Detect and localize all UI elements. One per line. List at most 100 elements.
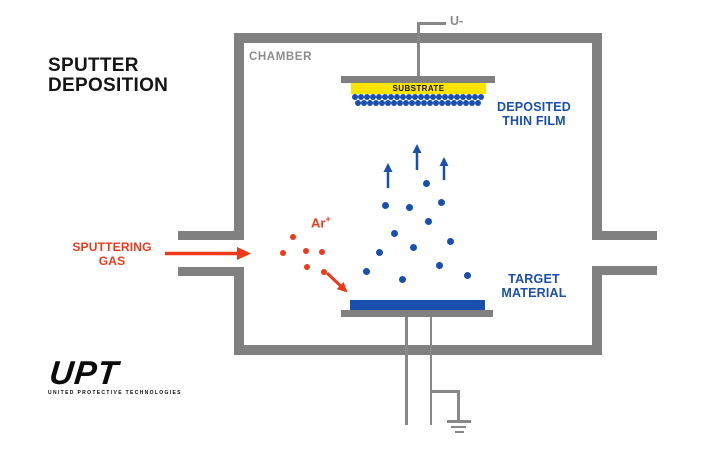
film-dot: [405, 93, 413, 101]
sputtered-atom-dot: [422, 179, 430, 187]
top-electrode-lead-horizontal: [417, 22, 446, 25]
argon-ion-dot: [280, 250, 286, 256]
film-dot: [372, 99, 380, 107]
argon-charge: +: [325, 214, 331, 224]
film-dot: [471, 93, 479, 101]
film-dot: [435, 93, 443, 101]
ground-branch-horizontal: [430, 390, 459, 393]
film-dot: [390, 99, 398, 107]
deposited-film-caption-line2: THIN FILM: [502, 114, 566, 128]
sputtered-atom-dot: [390, 229, 398, 237]
film-dot: [354, 99, 362, 107]
upt-logo-name: UNITED PROTECTIVE TECHNOLOGIES: [48, 390, 182, 396]
chamber-wall-left-upper: [234, 33, 244, 240]
film-dot: [411, 93, 419, 101]
film-dot: [384, 99, 392, 107]
film-dot: [459, 93, 467, 101]
argon-ion-dot: [290, 234, 296, 240]
page-title: SPUTTER DEPOSITION: [48, 56, 168, 95]
sputtered-atom-dot: [398, 275, 406, 283]
film-dot: [351, 93, 359, 101]
film-dot: [447, 93, 455, 101]
chamber-wall-left-lower: [234, 267, 244, 355]
film-dot: [408, 99, 416, 107]
film-dot: [393, 93, 401, 101]
deposited-film-caption-line1: DEPOSITED: [496, 100, 572, 114]
film-dot: [474, 99, 482, 107]
chamber-wall-right-lower: [592, 266, 602, 355]
argon-symbol: Ar: [311, 215, 326, 231]
right-port-flange-top: [592, 231, 657, 240]
film-dot: [357, 93, 365, 101]
target-material-caption-line1: TARGET: [508, 272, 560, 286]
sputtering-gas-caption-line2: GAS: [98, 253, 126, 268]
ground-icon-bar3: [454, 430, 464, 433]
ground-icon-bar2: [451, 425, 466, 428]
sputtered-atom-dot: [381, 201, 389, 209]
film-dot: [438, 99, 446, 107]
right-port-flange-bottom: [592, 266, 657, 275]
target-material-bar: [350, 300, 485, 310]
argon-ion-dot: [321, 269, 327, 275]
film-dot: [369, 93, 377, 101]
film-dot: [366, 99, 374, 107]
argon-ion-label: Ar+: [311, 214, 331, 230]
ion-impact-arrow: [325, 271, 348, 293]
film-dot: [465, 93, 473, 101]
sputtered-atom-dot: [405, 203, 413, 211]
film-dot: [417, 93, 425, 101]
film-dot: [432, 99, 440, 107]
voltage-label: U-: [450, 14, 464, 28]
argon-ion-dot: [303, 248, 309, 254]
film-dot: [426, 99, 434, 107]
sputtered-atom-dot: [435, 261, 443, 269]
sputtering-gas-caption-line1: SPUTTERING: [72, 240, 152, 254]
upt-logo: UPT UNITED PROTECTIVE TECHNOLOGIES: [47, 354, 182, 396]
argon-ion-dot: [304, 264, 310, 270]
sputtered-atom-dot: [437, 198, 445, 206]
film-dot: [456, 99, 464, 107]
argon-ion-dot: [319, 249, 325, 255]
target-material-caption-line2: MATERIAL: [501, 286, 567, 300]
film-dot: [402, 99, 410, 107]
substrate-label: SUBSTRATE: [392, 84, 445, 93]
film-dot: [360, 99, 368, 107]
top-electrode-lead-vertical: [417, 22, 420, 76]
target-holder-bar: [341, 310, 493, 317]
film-dot: [477, 93, 485, 101]
film-dot: [378, 99, 386, 107]
bottom-electrode-lead-left: [405, 317, 408, 425]
target-material-caption: TARGET MATERIAL: [492, 272, 576, 300]
film-dot: [420, 99, 428, 107]
film-dot: [375, 93, 383, 101]
film-dot: [453, 93, 461, 101]
film-dot: [441, 93, 449, 101]
film-dot: [363, 93, 371, 101]
page-title-line2: DEPOSITION: [48, 74, 169, 96]
page-title-line1: SPUTTER: [48, 55, 139, 76]
film-dot: [462, 99, 470, 107]
ground-branch-vertical: [457, 390, 460, 421]
substrate-bar: SUBSTRATE: [351, 83, 486, 94]
film-dot: [381, 93, 389, 101]
film-dot: [414, 99, 422, 107]
sputtered-atom-dot: [446, 237, 454, 245]
film-dot: [387, 93, 395, 101]
film-dot: [444, 99, 452, 107]
film-dot: [450, 99, 458, 107]
left-port-flange-top: [178, 231, 244, 240]
sputtered-atom-dot: [463, 271, 471, 279]
ground-icon-bar1: [446, 420, 471, 423]
chamber-label: CHAMBER: [249, 51, 312, 63]
sputtering-gas-caption: SPUTTERING GAS: [62, 240, 162, 268]
sputtered-atom-dot: [409, 243, 417, 251]
film-dot: [429, 93, 437, 101]
film-dot: [396, 99, 404, 107]
film-dot: [399, 93, 407, 101]
upt-logo-acronym: UPT: [47, 354, 121, 391]
sputtered-atom-dot: [362, 267, 370, 275]
chamber-wall-right-upper: [592, 33, 602, 240]
substrate-holder-bar: [341, 76, 495, 83]
bottom-electrode-lead-right: [429, 317, 432, 425]
